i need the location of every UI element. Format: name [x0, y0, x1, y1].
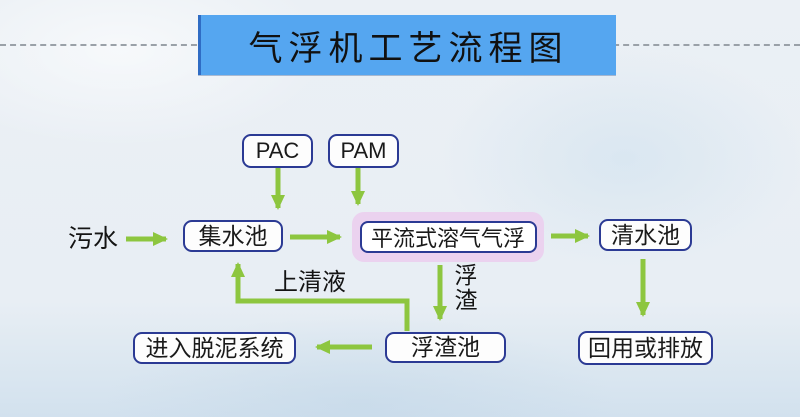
label-supernatant: 上清液	[274, 269, 346, 296]
diagram-title: 气浮机工艺流程图	[198, 15, 616, 75]
label-scum: 浮渣	[451, 263, 477, 313]
node-clean-water-tank: 清水池	[599, 219, 692, 251]
node-scum-tank: 浮渣池	[385, 332, 506, 363]
node-desludge-system: 进入脱泥系统	[133, 332, 296, 364]
node-pam: PAM	[328, 134, 399, 168]
node-reuse-or-discharge: 回用或排放	[578, 331, 713, 365]
node-daf: 平流式溶气气浮	[359, 221, 537, 253]
node-collection-tank: 集水池	[183, 220, 283, 252]
daf-highlight: 平流式溶气气浮	[352, 212, 544, 262]
node-pac: PAC	[242, 134, 313, 168]
label-sewage: 污水	[68, 225, 119, 253]
